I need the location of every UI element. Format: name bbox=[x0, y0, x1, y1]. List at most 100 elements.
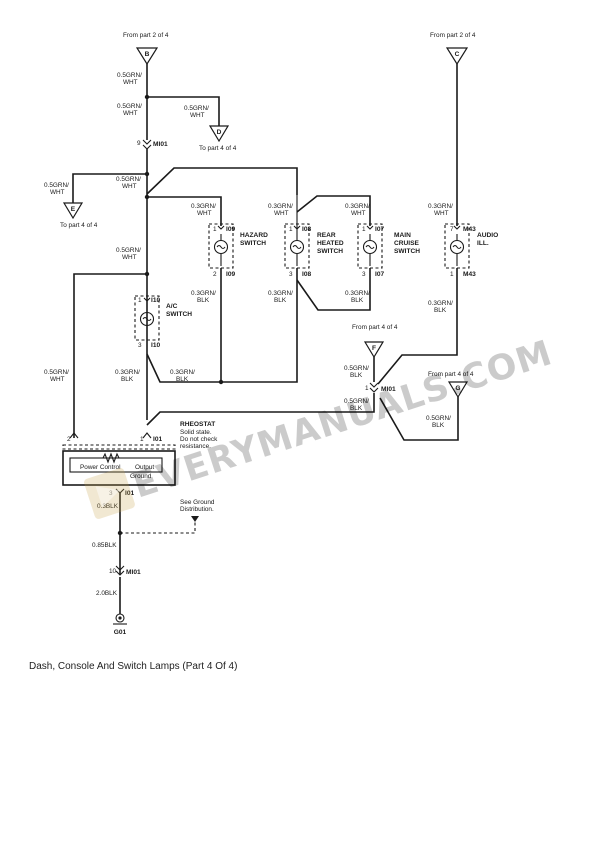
connector-f-letter: F bbox=[372, 345, 376, 352]
pin-number: 3 bbox=[109, 490, 113, 497]
connector-e-triangle bbox=[62, 202, 84, 220]
connector-g-letter: G bbox=[455, 385, 460, 392]
pin-number: 3 bbox=[289, 271, 293, 278]
rheostat-note: Solid state. bbox=[180, 429, 212, 436]
wire-label: 0.3GRN/ bbox=[428, 203, 453, 210]
ground-note: See Ground bbox=[180, 499, 215, 506]
wire-label: 0.5GRN/ bbox=[344, 365, 369, 372]
lamp-bulb bbox=[139, 311, 155, 327]
wire-label: 0.5GRN/ bbox=[44, 182, 69, 189]
pin-number: 7 bbox=[450, 226, 454, 233]
splice-conn: MI01 bbox=[126, 569, 141, 576]
branch-wire-d bbox=[147, 96, 220, 126]
top-bus-wire bbox=[146, 167, 298, 195]
ground-note: Distribution. bbox=[180, 506, 214, 513]
wire-label: 0.3BLK bbox=[97, 503, 119, 510]
wire-label: BLK bbox=[351, 297, 364, 304]
connector-b-letter: B bbox=[145, 51, 150, 58]
lamp-bulb bbox=[213, 239, 229, 255]
wire-label: WHT bbox=[123, 79, 138, 86]
wire-label: BLK bbox=[350, 405, 363, 412]
watermark-logo-icon bbox=[84, 468, 135, 519]
ac-conn-top: I10 bbox=[151, 297, 160, 304]
connector-c-from: From part 2 of 4 bbox=[430, 32, 476, 39]
cruise-conn-bot: I07 bbox=[375, 271, 384, 278]
rheostat-output: Output bbox=[135, 464, 154, 471]
audio-conn-bot: M43 bbox=[463, 271, 476, 278]
cruise-conn-top: I07 bbox=[375, 226, 384, 233]
ground-dist-dash bbox=[120, 522, 196, 534]
wire-label: WHT bbox=[190, 112, 205, 119]
connector-f-triangle bbox=[363, 341, 385, 359]
rheostat-dash bbox=[62, 444, 176, 450]
wire-label: 0.85BLK bbox=[92, 542, 117, 549]
wire-label: WHT bbox=[123, 110, 138, 117]
lamp-bulb bbox=[289, 239, 305, 255]
ac-conn-bot: I10 bbox=[151, 342, 160, 349]
hazard-feed-wire bbox=[147, 196, 222, 226]
pin-number: 2 bbox=[213, 271, 217, 278]
rheostat-title: RHEOSTAT bbox=[180, 421, 215, 428]
rheostat-feed-wire bbox=[73, 273, 147, 438]
wire-label: 0.5GRN/ bbox=[44, 369, 69, 376]
wire-label: WHT bbox=[122, 254, 137, 261]
connector-g: From part 4 of 4 G 0.5GRN/ BLK bbox=[426, 371, 474, 429]
wire-label: 0.3GRN/ bbox=[115, 369, 140, 376]
g-wire bbox=[379, 397, 459, 441]
wire-label: WHT bbox=[50, 189, 65, 196]
hazard-conn-bot: I09 bbox=[226, 271, 235, 278]
ac-switch-box bbox=[134, 295, 160, 341]
watermark: EVERYMANUALS.COM bbox=[84, 333, 557, 519]
hazard-name: SWITCH bbox=[240, 240, 266, 247]
connector-b: From part 2 of 4 B bbox=[123, 32, 169, 66]
ground-ring bbox=[115, 613, 125, 623]
hazard-name: HAZARD bbox=[240, 232, 268, 239]
lamp-filament bbox=[292, 244, 302, 250]
connector-e-letter: E bbox=[71, 206, 76, 213]
splice-conn: MI01 bbox=[153, 141, 168, 148]
wire-label: 0.5GRN/ bbox=[116, 247, 141, 254]
ground-symbol: G01 bbox=[113, 613, 127, 636]
wire-label: BLK bbox=[350, 372, 363, 379]
rheostat-resistor bbox=[97, 452, 125, 464]
connector-f: From part 4 of 4 F 0.5GRN/ BLK bbox=[344, 324, 398, 379]
splice-pin: 10 bbox=[109, 568, 117, 575]
wire-label: 0.5GRN/ bbox=[426, 415, 451, 422]
connector-b-triangle bbox=[135, 47, 159, 66]
connector-c-triangle bbox=[445, 47, 469, 66]
ground-dist-arrow bbox=[191, 516, 199, 522]
rear-ground-wire bbox=[146, 268, 298, 383]
pin-chevron bbox=[143, 297, 151, 302]
rear-name: HEATED bbox=[317, 240, 344, 247]
connector-f-from: From part 4 of 4 bbox=[352, 324, 398, 331]
cruise-feed-wire bbox=[296, 195, 371, 226]
rheostat-body bbox=[62, 450, 176, 486]
connector-c-letter: C bbox=[455, 51, 460, 58]
pin-chevron bbox=[217, 225, 225, 230]
wire-label: WHT bbox=[351, 210, 366, 217]
cruise-name: CRUISE bbox=[394, 240, 420, 247]
wire-label: 0.3GRN/ bbox=[268, 203, 293, 210]
wire-label: BLK bbox=[432, 422, 445, 429]
rheostat-note: resistance. bbox=[180, 443, 211, 450]
ground-id: G01 bbox=[114, 629, 127, 636]
rheostat-note: Do not check bbox=[180, 436, 218, 443]
wire-label: 0.5GRN/ bbox=[344, 398, 369, 405]
pin-number: 1 bbox=[450, 271, 454, 278]
pin-number: 1 bbox=[138, 297, 142, 304]
splice-chevron bbox=[142, 139, 152, 150]
ac-name: A/C bbox=[166, 303, 178, 310]
wire-label: WHT bbox=[50, 376, 65, 383]
audio-name: AUDIO bbox=[477, 232, 498, 239]
rheostat-conn-bottom: I01 bbox=[125, 490, 134, 497]
rheostat: 2 1 I01 RHEOSTAT Solid state. Do not che… bbox=[62, 421, 218, 486]
splice-dot bbox=[218, 379, 224, 385]
cruise-name: MAIN bbox=[394, 232, 411, 239]
wire-label: 0.3GRN/ bbox=[170, 369, 195, 376]
rheostat-power-control: Power Control bbox=[80, 464, 121, 471]
pin-number: 2 bbox=[67, 436, 71, 443]
rear-name: SWITCH bbox=[317, 248, 343, 255]
connector-e: E To part 4 of 4 bbox=[60, 202, 98, 229]
pin-chevron bbox=[366, 225, 374, 230]
